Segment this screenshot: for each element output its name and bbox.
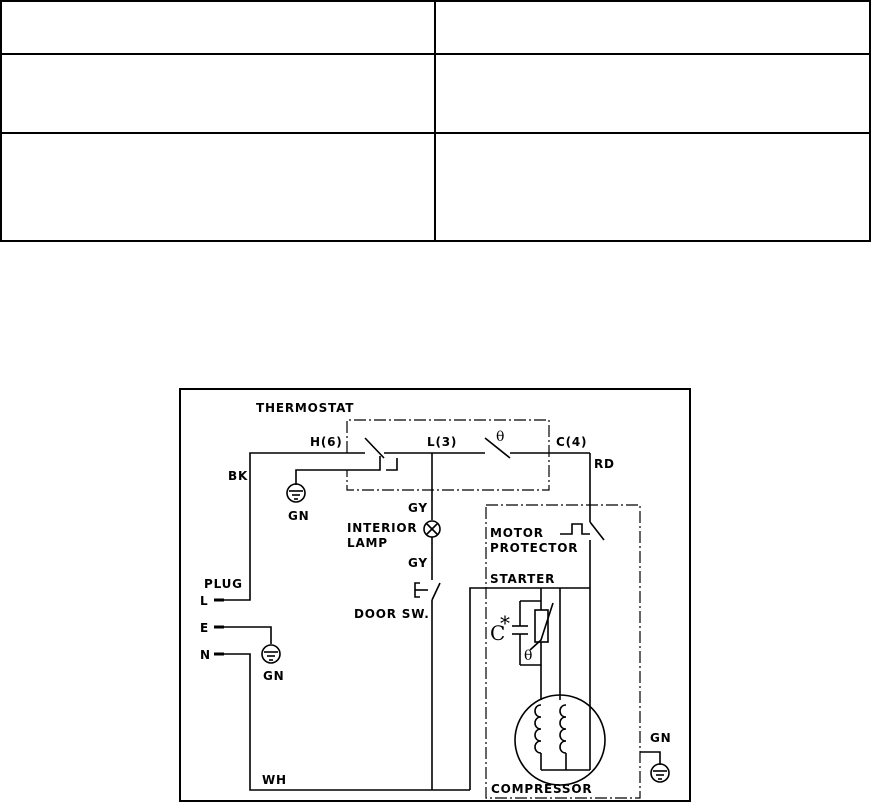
gy-top-label: GY <box>408 501 428 515</box>
thermostat-gnd-lead <box>295 456 381 485</box>
compressor-motor <box>514 694 606 786</box>
wire-e <box>224 626 272 644</box>
terminal-h-label: H(6) <box>310 435 343 449</box>
thermostat-contact <box>386 458 398 471</box>
wire-starter-left <box>469 587 590 790</box>
compressor-box <box>485 504 641 799</box>
ptc-arrow <box>529 602 554 651</box>
interior-lamp-label: INTERIOR <box>347 521 417 535</box>
terminal-c-label: C(4) <box>556 435 587 449</box>
thermostat-label: THERMOSTAT <box>256 401 354 415</box>
asterisk-label: * <box>500 611 510 635</box>
starter-label: STARTER <box>490 572 555 586</box>
gn-compressor-label: GN <box>650 731 672 745</box>
pin-e-label: E <box>200 621 209 635</box>
gn-plug-label: GN <box>263 669 285 683</box>
door-switch-blade <box>431 582 441 601</box>
gn-thermostat-label: GN <box>288 509 310 523</box>
thermostat-box <box>346 419 550 491</box>
thermostat-switch-theta <box>484 437 511 459</box>
thermostat-switch-h <box>364 437 385 459</box>
empty-table <box>0 0 871 242</box>
wire-rd-label: RD <box>594 457 615 471</box>
wire-wh-label: WH <box>262 773 287 787</box>
diagram-frame <box>179 388 691 802</box>
wire-bk-label: BK <box>228 469 248 483</box>
ground-icon <box>286 483 306 503</box>
theta-top-label: θ <box>496 429 504 445</box>
lamp-icon <box>423 520 441 538</box>
plug-label: PLUG <box>204 577 243 591</box>
pin-l-label: L <box>200 594 208 608</box>
terminal-l-label: L(3) <box>427 435 457 449</box>
capacitor-label: C <box>490 621 505 645</box>
interior-lamp-label-2: LAMP <box>347 536 388 550</box>
coil-icon <box>534 704 591 771</box>
door-switch-label: DOOR SW. <box>354 607 430 621</box>
theta-starter-label: θ <box>524 648 532 664</box>
motor-protector-label: MOTOR <box>490 526 544 540</box>
wire-bk <box>222 452 365 601</box>
compressor-label: COMPRESSOR <box>491 782 592 796</box>
gy-bottom-label: GY <box>408 556 428 570</box>
pin-n-label: N <box>200 648 211 662</box>
wire-gn-compressor <box>640 751 661 765</box>
ground-icon <box>261 644 281 664</box>
motor-protector-switch <box>589 521 605 541</box>
motor-protector-symbol <box>560 523 590 535</box>
motor-protector-label-2: PROTECTOR <box>490 541 578 555</box>
wire-wh <box>224 653 470 791</box>
ground-icon <box>650 763 670 783</box>
